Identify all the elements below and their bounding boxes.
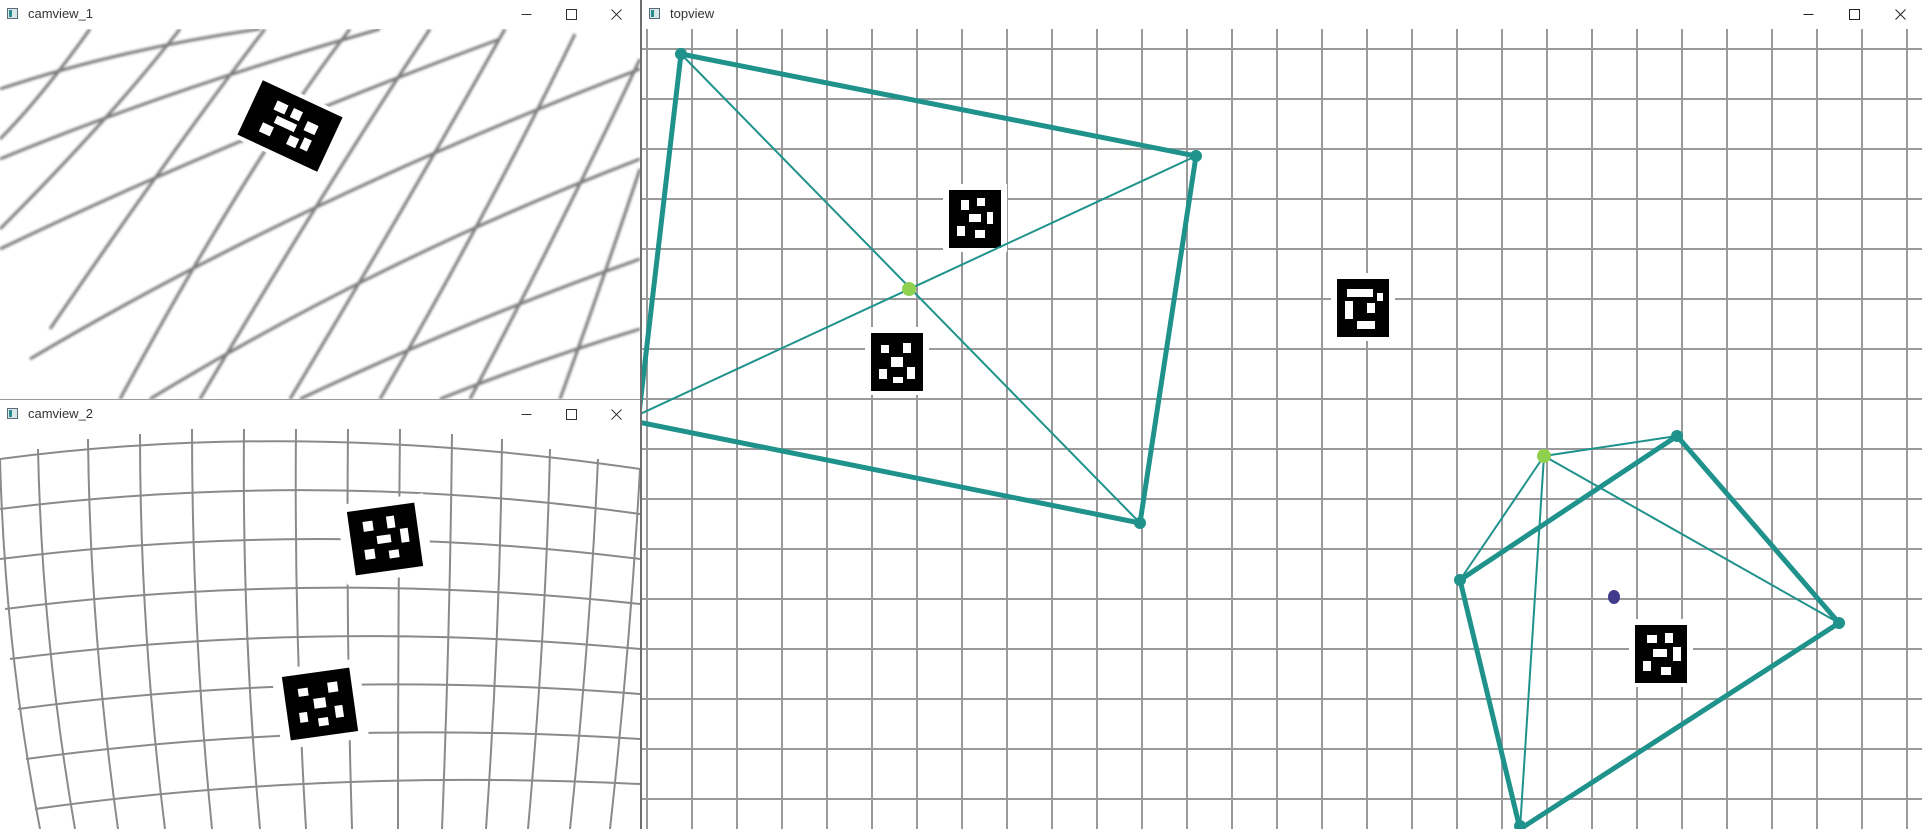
corner-point [1514, 820, 1526, 829]
camview-2-image [0, 429, 640, 829]
minimize-icon[interactable] [503, 0, 549, 29]
close-icon[interactable] [593, 0, 639, 29]
aruco-marker [1629, 619, 1693, 687]
aruco-marker [1331, 273, 1395, 341]
app-icon [7, 408, 18, 419]
close-icon[interactable] [593, 400, 639, 429]
app-icon [7, 8, 18, 19]
camview-1-titlebar[interactable]: camview_1 [0, 0, 640, 29]
corner-point [1454, 574, 1466, 586]
topview-titlebar[interactable]: topview [642, 0, 1922, 29]
camview-2-window: camview_2 [0, 399, 640, 829]
camera-1-view [0, 29, 640, 399]
window-title: topview [670, 6, 715, 21]
floor-grid [0, 29, 640, 399]
camera-1-position [902, 282, 916, 296]
minimize-icon[interactable] [1785, 0, 1831, 29]
camera-1-footprint [642, 51, 1199, 526]
floor-grid [0, 429, 640, 829]
aruco-marker [230, 74, 350, 178]
aruco-marker [270, 658, 370, 750]
close-icon[interactable] [1877, 0, 1922, 29]
corner-point [675, 48, 687, 60]
maximize-icon[interactable] [1831, 0, 1877, 29]
corner-point [1190, 150, 1202, 162]
topview-window: topview [640, 0, 1922, 829]
aruco-marker [335, 493, 435, 585]
aruco-marker [943, 184, 1007, 252]
camview-2-titlebar[interactable]: camview_2 [0, 400, 640, 429]
topview-canvas [642, 29, 1922, 829]
camera-2-position [1537, 449, 1551, 463]
corner-point [1134, 517, 1146, 529]
camera-2-view [0, 429, 640, 829]
corner-point [1833, 617, 1845, 629]
app-icon [649, 8, 660, 19]
camview-1-window: camview_1 [0, 0, 640, 399]
camview-1-image [0, 29, 640, 399]
tracked-point [1608, 590, 1620, 604]
window-title: camview_1 [28, 6, 94, 21]
corner-point [1671, 430, 1683, 442]
minimize-icon[interactable] [503, 400, 549, 429]
aruco-marker [865, 327, 929, 395]
camera-2-footprint [1457, 432, 1843, 829]
maximize-icon[interactable] [548, 400, 594, 429]
top-grid [642, 29, 1922, 829]
window-title: camview_2 [28, 406, 94, 421]
maximize-icon[interactable] [548, 0, 594, 29]
topview-map [642, 29, 1922, 829]
